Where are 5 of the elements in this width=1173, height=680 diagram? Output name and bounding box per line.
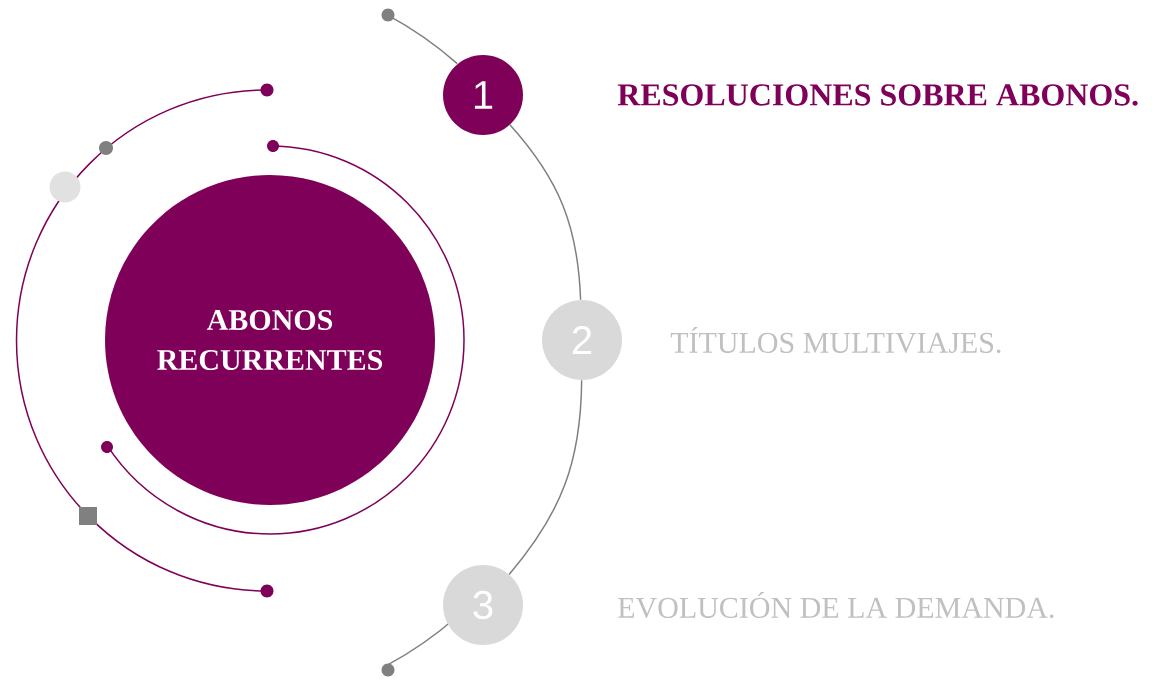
item-heading: RESOLUCIONES SOBRE ABONOS. [617, 84, 1138, 106]
connector-arc [508, 379, 583, 576]
item-heading: EVOLUCIÓN DE LA DEMANDA. [618, 591, 1054, 619]
connector-arc [509, 124, 582, 301]
item-heading: TÍTULOS MULTIVIAJES. [670, 326, 1001, 354]
